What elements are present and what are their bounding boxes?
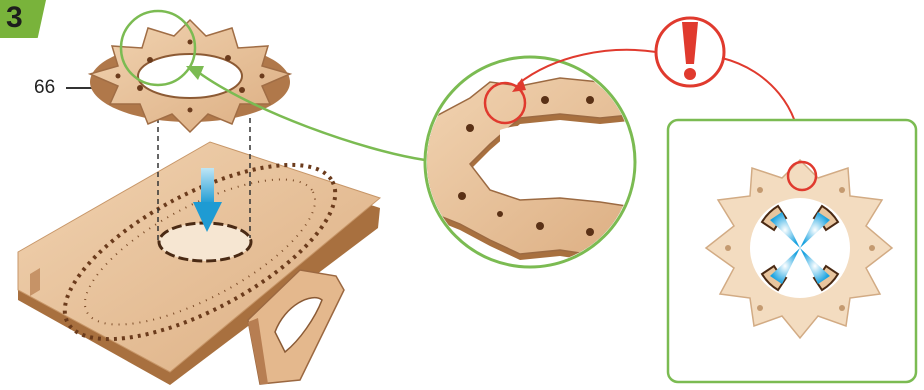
warning-exclamation-icon xyxy=(656,18,724,86)
base-board xyxy=(18,130,380,385)
snowflake-ring-part xyxy=(90,20,290,132)
zoom-detail-circle xyxy=(425,57,640,267)
top-view-panel xyxy=(668,120,916,382)
